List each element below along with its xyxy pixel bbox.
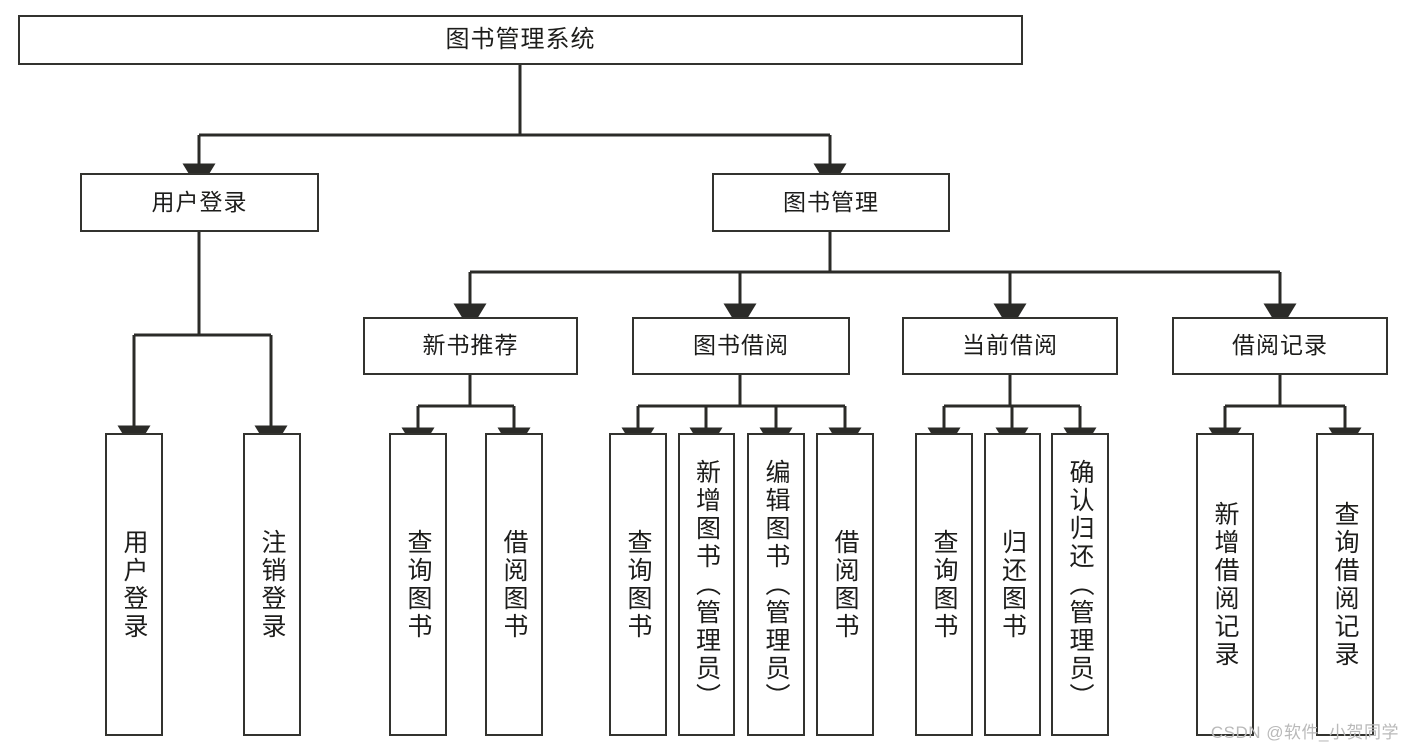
node-label: 借阅记录 xyxy=(1232,332,1328,359)
leaf-book-borrow-query[interactable]: 查询图书 xyxy=(609,433,667,736)
node-label: 新增借阅记录 xyxy=(1211,500,1239,669)
node-user-login[interactable]: 用户登录 xyxy=(80,173,319,232)
node-label: 借阅图书 xyxy=(831,528,859,641)
node-label: 查询图书 xyxy=(404,528,432,641)
node-current-borrow[interactable]: 当前借阅 xyxy=(902,317,1118,375)
node-label: 确认归还（管理员） xyxy=(1066,458,1094,711)
leaf-new-book-borrow[interactable]: 借阅图书 xyxy=(485,433,543,736)
leaf-user-login-signout[interactable]: 注销登录 xyxy=(243,433,301,736)
leaf-current-borrow-query[interactable]: 查询图书 xyxy=(915,433,973,736)
node-book-management[interactable]: 图书管理 xyxy=(712,173,950,232)
node-label: 编辑图书（管理员） xyxy=(762,458,790,711)
node-label: 归还图书 xyxy=(998,528,1027,641)
leaf-book-borrow-edit[interactable]: 编辑图书（管理员） xyxy=(747,433,805,736)
node-label: 图书管理 xyxy=(783,188,879,215)
node-label: 图书借阅 xyxy=(693,332,789,359)
leaf-borrow-record-query[interactable]: 查询借阅记录 xyxy=(1316,433,1374,736)
node-book-borrow[interactable]: 图书借阅 xyxy=(632,317,850,375)
node-root-library-system[interactable]: 图书管理系统 xyxy=(18,15,1023,65)
leaf-book-borrow-add[interactable]: 新增图书（管理员） xyxy=(678,433,735,736)
node-label: 查询图书 xyxy=(930,528,958,641)
leaf-current-borrow-return[interactable]: 归还图书 xyxy=(984,433,1041,736)
leaf-user-login-signin[interactable]: 用户登录 xyxy=(105,433,163,736)
node-label: 注销登录 xyxy=(258,528,286,641)
node-label: 用户登录 xyxy=(120,528,148,641)
node-label: 新书推荐 xyxy=(422,332,519,359)
watermark-text: CSDN @软件_小贺同学 xyxy=(1210,723,1399,742)
leaf-borrow-record-add[interactable]: 新增借阅记录 xyxy=(1196,433,1254,736)
node-label: 用户登录 xyxy=(151,188,248,215)
node-label: 查询借阅记录 xyxy=(1331,500,1359,669)
node-borrow-record[interactable]: 借阅记录 xyxy=(1172,317,1388,375)
leaf-book-borrow-lend[interactable]: 借阅图书 xyxy=(816,433,874,736)
leaf-current-borrow-confirm[interactable]: 确认归还（管理员） xyxy=(1051,433,1109,736)
node-label: 查询图书 xyxy=(624,528,652,641)
node-new-book-recommend[interactable]: 新书推荐 xyxy=(363,317,578,375)
node-label: 借阅图书 xyxy=(500,528,528,641)
leaf-new-book-query[interactable]: 查询图书 xyxy=(389,433,447,736)
node-label: 当前借阅 xyxy=(962,332,1058,359)
node-label: 新增图书（管理员） xyxy=(692,458,721,711)
node-label: 图书管理系统 xyxy=(445,25,596,53)
